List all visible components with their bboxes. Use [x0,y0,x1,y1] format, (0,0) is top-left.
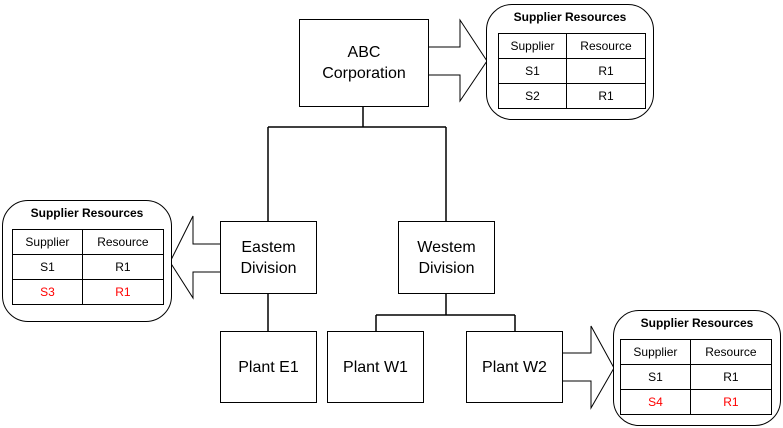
supplier-resources-panel-east: Supplier Resources Supplier Resource S1 … [2,200,172,322]
node-label-line2: Division [240,259,297,277]
cell-resource: R1 [689,389,773,415]
header-resource: Resource [689,339,773,365]
node-plant-e1[interactable]: Plant E1 [220,331,317,403]
cell-resource: R1 [565,58,647,84]
node-label-line1: Eastem [241,238,296,256]
node-label: Plant E1 [238,358,299,376]
supplier-resources-table: Supplier Resource S1 R1 S3 R1 [12,229,165,305]
cell-resource: R1 [689,364,773,390]
header-resource: Resource [565,33,647,59]
table-header-row: Supplier Resource [12,229,165,255]
table-row: S3 R1 [12,279,165,305]
cell-resource: R1 [565,83,647,109]
header-supplier: Supplier [498,33,567,59]
node-label-line1: Westem [417,238,476,256]
panel-title: Supplier Resources [30,206,144,220]
node-eastern-division[interactable]: Eastem Division [220,221,317,294]
supplier-resources-panel-corp: Supplier Resources Supplier Resource S1 … [486,4,654,120]
arrow-east-to-panel [169,215,222,300]
arrow-corp-to-panel [427,18,488,103]
cell-supplier: S3 [12,279,83,305]
table-row: S1 R1 [12,254,165,280]
node-label: Plant W2 [482,358,547,376]
cell-supplier: S1 [620,364,691,390]
panel-title: Supplier Resources [640,316,754,330]
cell-supplier: S4 [620,389,691,415]
header-supplier: Supplier [12,229,83,255]
cell-resource: R1 [81,254,165,280]
node-label: Plant W1 [343,358,408,376]
cell-supplier: S1 [498,58,567,84]
header-supplier: Supplier [620,339,691,365]
node-label-line2: Division [418,259,475,277]
supplier-resources-panel-w2: Supplier Resources Supplier Resource S1 … [613,310,781,426]
cell-supplier: S1 [12,254,83,280]
node-plant-w1[interactable]: Plant W1 [327,331,424,403]
arrow-w2-to-panel [560,325,615,410]
header-resource: Resource [81,229,165,255]
panel-title: Supplier Resources [513,10,627,24]
supplier-resources-table: Supplier Resource S1 R1 S2 R1 [498,33,647,109]
node-label-line2: Corporation [322,65,406,82]
table-row: S2 R1 [498,83,647,109]
node-label-line1: ABC [347,44,381,61]
table-header-row: Supplier Resource [498,33,647,59]
cell-resource: R1 [81,279,165,305]
table-row: S4 R1 [620,389,773,415]
node-abc-corporation[interactable]: ABC Corporation [299,19,429,107]
node-plant-w2[interactable]: Plant W2 [466,331,563,403]
node-western-division[interactable]: Westem Division [398,221,495,294]
table-header-row: Supplier Resource [620,339,773,365]
table-row: S1 R1 [498,58,647,84]
cell-supplier: S2 [498,83,567,109]
table-row: S1 R1 [620,364,773,390]
supplier-resources-table: Supplier Resource S1 R1 S4 R1 [620,339,773,415]
